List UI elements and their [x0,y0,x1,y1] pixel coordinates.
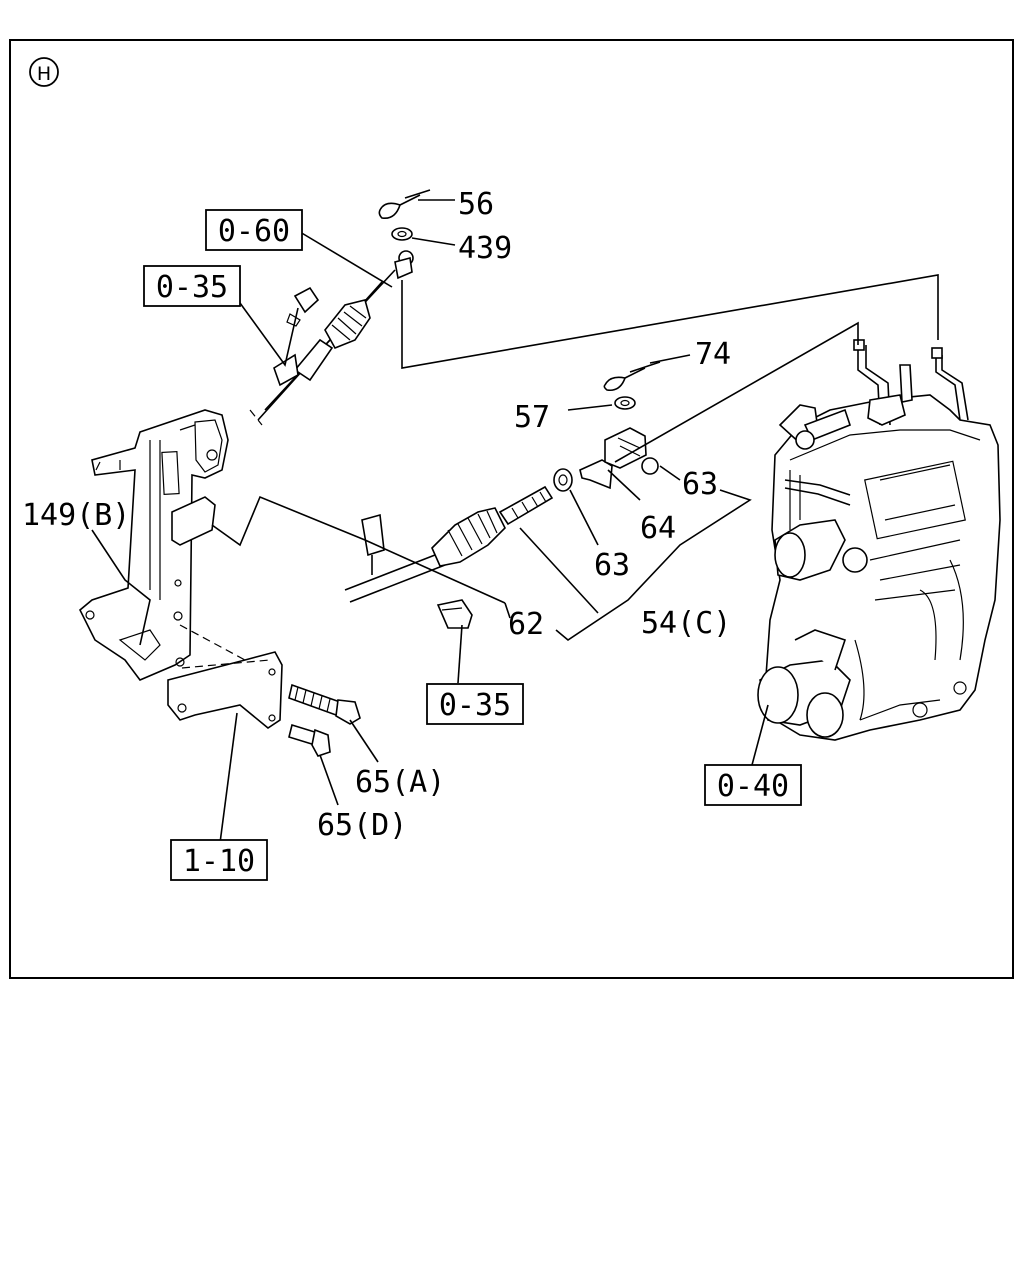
ref-box-0-40-text: 0-40 [717,769,789,804]
nut-63 [553,468,573,492]
ref-box-0-60[interactable]: 0-60 [205,209,303,251]
leader-lines [91,199,939,844]
label-65d: 65(D) [317,808,407,843]
bracket-part [79,409,283,729]
cable-lower [344,485,554,629]
ref-box-0-35-bottom[interactable]: 0-35 [426,683,524,725]
label-63-right: 63 [682,467,718,502]
label-74: 74 [695,337,731,372]
bracket-64 [579,459,613,490]
label-64: 64 [640,511,676,546]
label-56: 56 [458,187,494,222]
pin-56 [378,189,431,220]
label-62: 62 [508,607,544,642]
ref-box-0-40[interactable]: 0-40 [704,764,802,806]
pin-74 [603,361,661,392]
ref-box-0-35-top[interactable]: 0-35 [143,265,241,307]
label-63-lower: 63 [594,548,630,583]
view-marker-text: H [37,63,51,85]
bolt-65d [288,723,331,757]
label-439: 439 [458,231,512,266]
label-149b: 149(B) [22,498,130,533]
view-marker: H [29,57,59,87]
label-65a: 65(A) [355,765,445,800]
ref-box-1-10[interactable]: 1-10 [170,839,268,881]
diagram-frame [9,39,1014,979]
bolt-65a [288,683,361,725]
ref-box-0-60-text: 0-60 [218,214,290,249]
label-57: 57 [514,400,550,435]
cable-upper [257,250,414,421]
label-54c: 54(C) [641,606,731,641]
ref-box-1-10-text: 1-10 [183,844,255,879]
ref-box-0-35-bottom-text: 0-35 [439,688,511,723]
transmission-part [757,339,1001,741]
washer-57 [614,396,636,410]
washer-439 [391,227,413,241]
ref-box-0-35-top-text: 0-35 [156,270,228,305]
nut-63-right [641,457,659,475]
